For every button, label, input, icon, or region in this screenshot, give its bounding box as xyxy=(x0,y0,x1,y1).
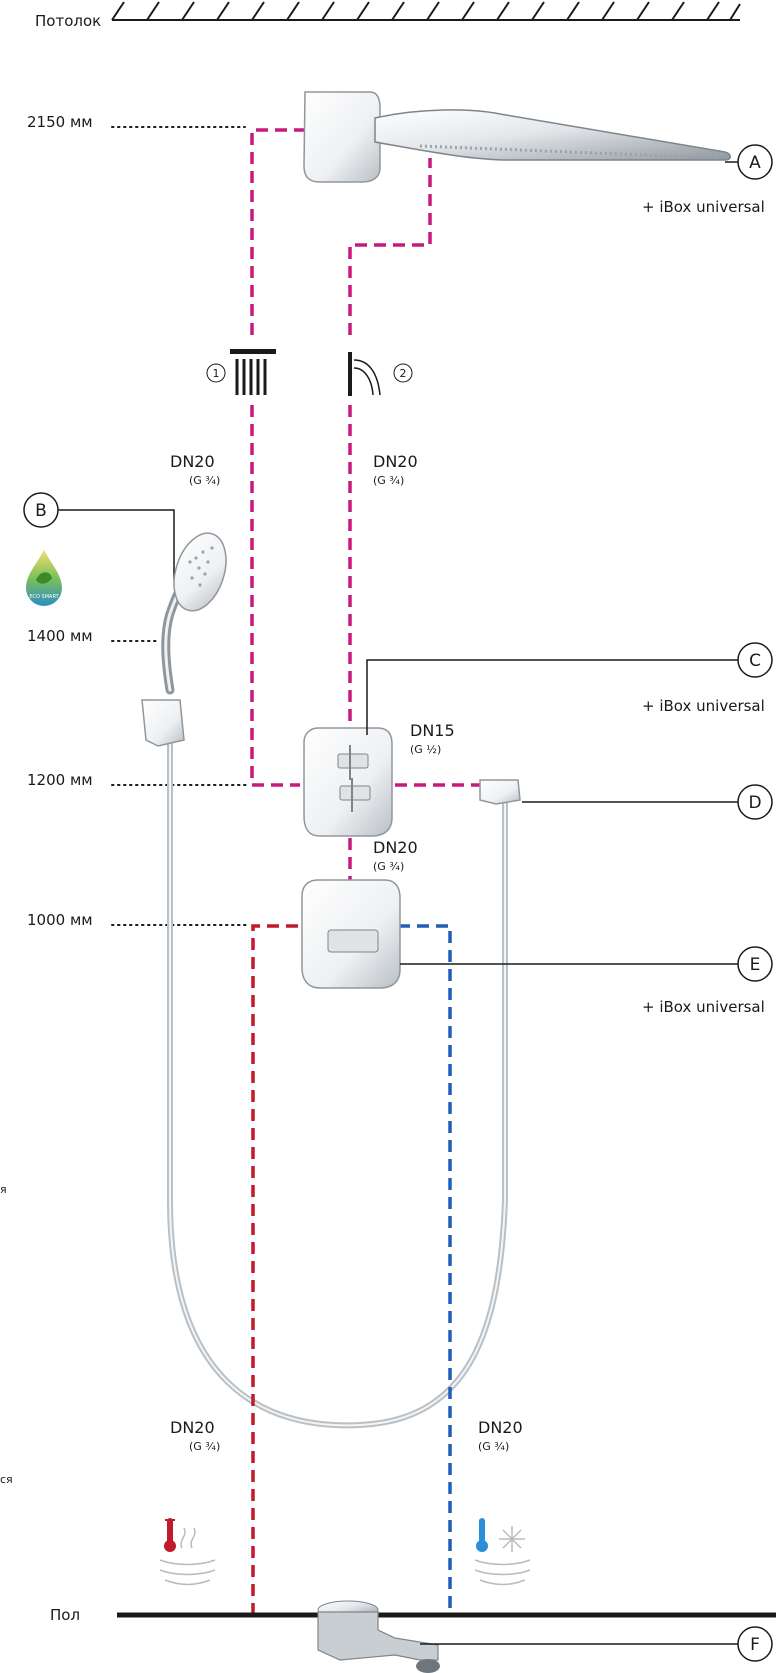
wall-outlet xyxy=(479,779,521,805)
hot-water-icon xyxy=(159,1518,216,1586)
marker-b-leader xyxy=(58,509,175,580)
outlet-pipes xyxy=(250,128,480,880)
marker-b-label: B xyxy=(35,501,47,521)
rain-shower-icon xyxy=(230,349,276,395)
ibox-label-a: + iBox universal xyxy=(642,198,765,216)
thermostat-control xyxy=(303,727,393,837)
edge-fragment-2: ся xyxy=(0,1473,13,1486)
g34-cold-label: (G ¾) xyxy=(478,1440,509,1453)
outlet-1-marker xyxy=(206,363,226,383)
ceiling-hatch xyxy=(111,1,741,21)
hot-supply-pipe xyxy=(251,924,302,1615)
outlet-1-number: 1 xyxy=(213,367,220,380)
marker-d xyxy=(737,784,773,820)
hand-shower xyxy=(161,532,227,695)
g34-right-label: (G ¾) xyxy=(373,474,404,487)
marker-d-label: D xyxy=(748,793,761,813)
marker-a-label: A xyxy=(749,153,761,173)
g34-mid-label: (G ¾) xyxy=(373,860,404,873)
thermostat-mixer xyxy=(301,879,401,989)
height-1200-label: 1200 мм xyxy=(27,771,93,789)
marker-e xyxy=(737,946,773,982)
marker-e-label: E xyxy=(750,955,761,975)
dn20-right-label: DN20 xyxy=(373,452,418,471)
cold-supply-pipe xyxy=(398,924,452,1615)
dn20-cold-label: DN20 xyxy=(478,1418,523,1437)
dn20-hot-label: DN20 xyxy=(170,1418,215,1437)
edge-fragment-1: я xyxy=(0,1183,7,1196)
outlet-2-marker xyxy=(393,363,413,383)
dn20-left-label: DN20 xyxy=(170,452,215,471)
floor-drain xyxy=(317,1600,440,1673)
marker-f xyxy=(737,1626,773,1662)
waterfall-icon xyxy=(348,352,381,396)
height-2150-label: 2150 мм xyxy=(27,113,93,131)
eco-smart-icon: ECO SMART xyxy=(26,550,62,606)
height-1000-label: 1000 мм xyxy=(27,911,93,929)
marker-c-leader xyxy=(366,659,738,735)
g34-left-label: (G ¾) xyxy=(189,474,220,487)
ibox-label-c: + iBox universal xyxy=(642,697,765,715)
cold-water-icon xyxy=(474,1518,531,1586)
ibox-label-e: + iBox universal xyxy=(642,998,765,1016)
marker-a xyxy=(737,144,773,180)
floor-label: Пол xyxy=(50,1606,80,1624)
marker-f-label: F xyxy=(750,1635,760,1655)
dn15-label: DN15 xyxy=(410,721,455,740)
outlet-2-number: 2 xyxy=(400,367,407,380)
ceiling-label: Потолок xyxy=(35,12,101,30)
shower-holder xyxy=(141,699,185,747)
eco-badge-text: ECO SMART xyxy=(29,594,59,600)
overhead-shower xyxy=(303,91,731,183)
marker-c-label: C xyxy=(749,651,761,671)
shower-hose-highlight xyxy=(169,720,506,1427)
marker-c xyxy=(737,642,773,678)
height-1400-label: 1400 мм xyxy=(27,627,93,645)
g12-label: (G ½) xyxy=(410,743,441,756)
g34-hot-label: (G ¾) xyxy=(189,1440,220,1453)
dn20-mid-label: DN20 xyxy=(373,838,418,857)
